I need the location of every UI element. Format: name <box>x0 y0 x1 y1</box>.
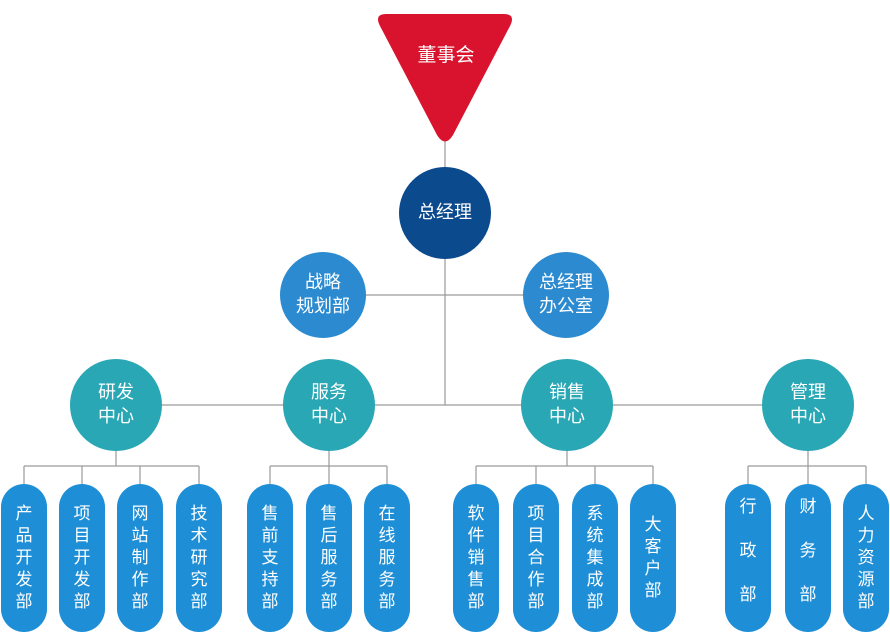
department-finance: 财务部 <box>785 484 831 632</box>
department-tech-research: 技术研究部 <box>176 484 222 632</box>
service-center-node: 服务 中心 <box>283 359 375 451</box>
general-manager-label: 总经理 <box>418 202 472 223</box>
department-project-coop: 项目合作部 <box>513 484 559 632</box>
rd-center-node: 研发 中心 <box>70 359 162 451</box>
department-system-integration: 系统集成部 <box>572 484 618 632</box>
board-label: 董事会 <box>417 44 475 66</box>
department-label: 财务部 <box>799 497 817 605</box>
department-label: 网站制作部 <box>131 504 149 612</box>
department-product-dev: 产品开发部 <box>1 484 47 632</box>
department-aftersales: 售后服务部 <box>306 484 352 632</box>
sales-center-label: 销售 中心 <box>549 382 585 427</box>
department-online-service: 在线服务部 <box>364 484 410 632</box>
department-label: 大客户部 <box>644 515 662 601</box>
department-admin: 行政部 <box>725 484 771 632</box>
department-label: 行政部 <box>739 497 757 605</box>
department-label: 项目开发部 <box>73 504 91 612</box>
department-label: 在线服务部 <box>378 504 396 612</box>
department-hr: 人力资源部 <box>843 484 889 632</box>
service-center-label: 服务 中心 <box>311 382 347 427</box>
department-presales: 售前支持部 <box>247 484 293 632</box>
board-triangle <box>378 14 512 142</box>
rd-center-label: 研发 中心 <box>98 382 134 427</box>
management-center-node: 管理 中心 <box>762 359 854 451</box>
department-label: 人力资源部 <box>857 504 875 612</box>
department-label: 软件销售部 <box>467 504 485 612</box>
department-label: 技术研究部 <box>190 504 208 612</box>
strategy-planning-label: 战略 规划部 <box>296 272 350 317</box>
department-label: 系统集成部 <box>586 504 604 612</box>
department-label: 产品开发部 <box>15 504 33 612</box>
department-software-sales: 软件销售部 <box>453 484 499 632</box>
strategy-planning-node: 战略 规划部 <box>280 252 366 338</box>
department-label: 项目合作部 <box>527 504 545 612</box>
management-center-label: 管理 中心 <box>790 382 826 427</box>
department-label: 售前支持部 <box>261 504 279 612</box>
department-key-accounts: 大客户部 <box>630 484 676 632</box>
gm-office-node: 总经理 办公室 <box>523 252 609 338</box>
department-project-dev: 项目开发部 <box>59 484 105 632</box>
sales-center-node: 销售 中心 <box>521 359 613 451</box>
department-label: 售后服务部 <box>320 504 338 612</box>
general-manager-node: 总经理 <box>399 167 491 259</box>
department-website: 网站制作部 <box>117 484 163 632</box>
gm-office-label: 总经理 办公室 <box>539 272 593 317</box>
